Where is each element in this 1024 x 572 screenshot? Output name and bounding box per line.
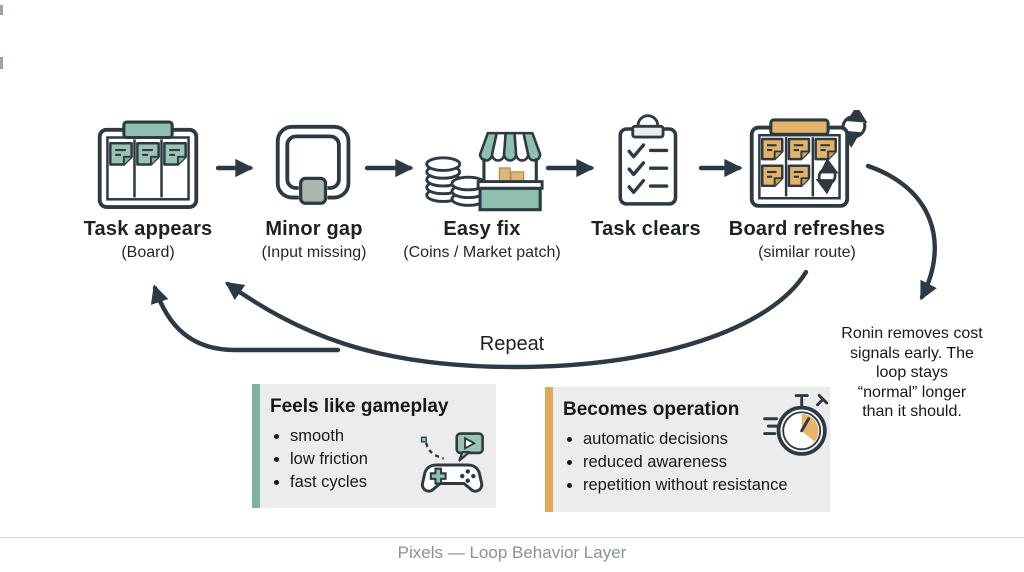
side-note-line: loop stays [875, 364, 949, 381]
callout-title: Becomes operation [563, 399, 740, 420]
bullet-item: low friction [290, 448, 486, 471]
edge-artifact [0, 57, 3, 69]
side-note-line: signals early. The [850, 344, 974, 362]
stage-title: Board refreshes [728, 218, 886, 240]
bullet-item: smooth [290, 425, 486, 448]
kanban-board-refresh-icon [746, 110, 872, 212]
footer-divider [0, 537, 1024, 538]
gamepad-icon [416, 428, 490, 502]
callout-title: Feels like gameplay [270, 396, 449, 417]
bullet-item: automatic decisions [583, 428, 820, 451]
footer-caption: Pixels — Loop Behavior Layer [397, 543, 627, 562]
stage-title: Task appears [83, 218, 213, 240]
callout-bullets: automatic decisions reduced awareness re… [563, 428, 820, 497]
arrow-to-note [865, 163, 937, 301]
edge-artifact [0, 5, 3, 15]
arrow-inner-return [150, 284, 341, 353]
stage-title: Easy fix [443, 218, 521, 240]
side-note: Ronin removes cost signals early. The lo… [826, 324, 998, 422]
stage-subtitle: (Coins / Market patch) [403, 244, 561, 261]
stage-subtitle: (Board) [121, 244, 175, 261]
side-note-line: than it should. [862, 403, 962, 420]
stage-subtitle: (similar route) [758, 244, 856, 261]
stage-minor-gap: Minor gap (Input missing) [224, 218, 404, 262]
stage-task-clears: Task clears [556, 218, 736, 244]
kanban-board-green-icon [92, 117, 204, 214]
stage-title: Task clears [591, 218, 701, 240]
side-note-line: Ronin removes cost [841, 325, 983, 342]
repeat-label: Repeat [479, 333, 545, 355]
stopwatch-icon [760, 390, 836, 466]
clipboard-checklist-icon [606, 114, 688, 210]
stage-subtitle: (Input missing) [261, 244, 367, 261]
side-note-line: “normal” longer [857, 383, 967, 401]
gap-frame-icon [272, 121, 358, 211]
stage-board-refreshes: Board refreshes (similar route) [707, 218, 907, 262]
bullet-item: fast cycles [290, 471, 486, 494]
bullet-item: reduced awareness [583, 451, 820, 474]
stage-easy-fix: Easy fix (Coins / Market patch) [377, 218, 587, 262]
callout-feels-like-gameplay: Feels like gameplay smooth low friction … [252, 384, 496, 508]
accent-bar [545, 387, 553, 512]
bullet-item: repetition without resistance [583, 474, 820, 497]
stage-title: Minor gap [265, 218, 363, 240]
callout-bullets: smooth low friction fast cycles [270, 425, 486, 494]
stage-task-appears: Task appears (Board) [48, 218, 248, 262]
coins-market-stall-icon [418, 123, 546, 213]
accent-bar [252, 384, 260, 508]
callout-becomes-operation: Becomes operation automatic decisions re… [545, 387, 830, 512]
arrow-repeat-loop [225, 269, 809, 370]
